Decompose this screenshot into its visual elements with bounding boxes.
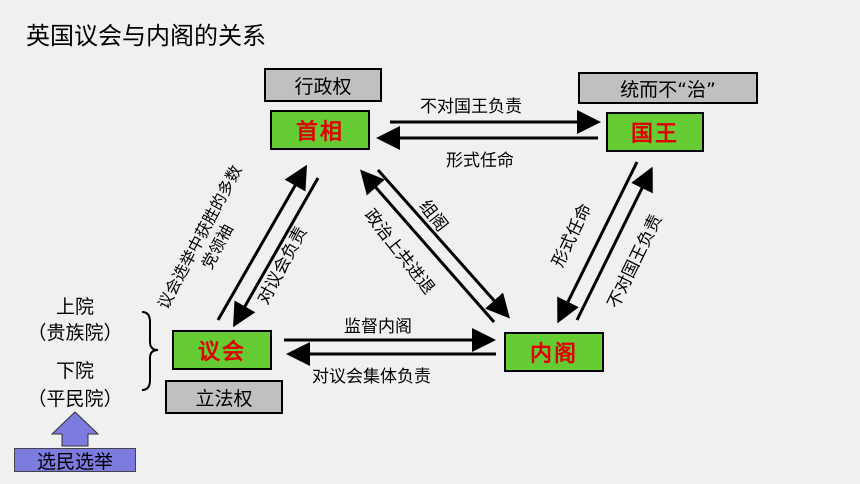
label-parl-to-cabinet: 监督内阁 — [344, 312, 412, 337]
lower-house-label: 下院 — [10, 356, 140, 383]
label-pm-to-king: 不对国王负责 — [420, 92, 522, 117]
voter-election-box: 选民选举 — [14, 448, 136, 472]
voter-up-arrow — [52, 412, 98, 446]
houses-bracket — [142, 312, 158, 390]
label-king-to-pm: 形式任命 — [446, 146, 514, 171]
lower-house-sub: （平民院） — [10, 384, 140, 411]
upper-house-label: 上院 — [10, 292, 140, 319]
upper-house-sub: （贵族院） — [10, 318, 140, 345]
label-cabinet-to-parl: 对议会集体负责 — [312, 362, 431, 387]
